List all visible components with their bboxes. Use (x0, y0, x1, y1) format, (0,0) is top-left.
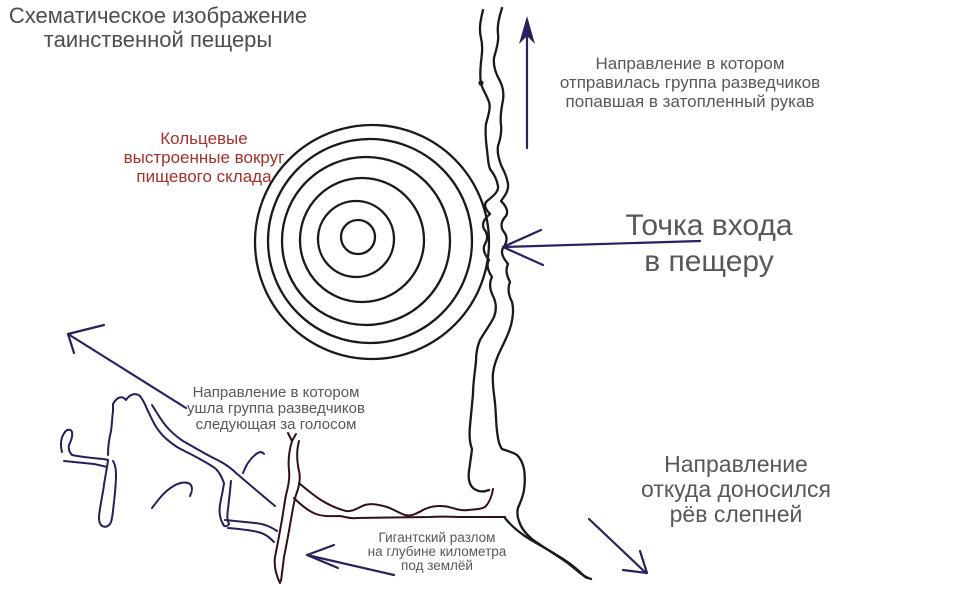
network-diagonal-upper (151, 404, 276, 507)
rift-crack-left-wall (273, 440, 293, 584)
ring (253, 123, 491, 361)
arrow-head (305, 543, 340, 570)
ring (280, 155, 452, 327)
network-ears (107, 393, 148, 456)
rift-crack-right-wall (280, 440, 301, 582)
ring (266, 137, 474, 345)
giant-rift (273, 432, 506, 584)
network-drop-bulb (98, 459, 117, 528)
rift-crack-tip (287, 432, 297, 442)
passage-left-wall (467, 8, 500, 493)
arrow-shaft (501, 239, 702, 249)
ring (316, 199, 396, 279)
horseflies-direction-arrow (587, 517, 649, 575)
arrow-head (66, 323, 106, 355)
arrow-head (519, 16, 535, 44)
deep-passage-upper-wall (298, 482, 494, 517)
rift-label: Гигантский разлом на глубине километра п… (367, 530, 507, 573)
ring (339, 218, 377, 256)
network-right-connector-upper (224, 519, 278, 532)
flooded-direction-label: Направление в котором отправилась группа… (559, 54, 821, 111)
rift-pointer-arrow (305, 543, 396, 577)
network-hook-lower (63, 460, 108, 468)
arrow-head (621, 549, 649, 575)
passage-lower-left-wall (503, 516, 590, 580)
page-title: Схематическое изображение таинственной п… (8, 3, 308, 52)
voice-direction-label: Направление в котором ушла группа развед… (187, 384, 365, 433)
passage-right-wall (491, 6, 593, 581)
network-diagonal-lower (146, 408, 225, 525)
network-hook (60, 428, 109, 461)
horseflies-direction-label: Направление откуда доносился рёв слепней (641, 451, 831, 527)
rings-label: Кольцевые выстроенные вокруг пищевого ск… (123, 129, 285, 186)
deep-passage-lower-wall (293, 497, 506, 520)
arrow-head (501, 228, 545, 267)
voice-direction-arrow (66, 323, 188, 410)
network-branch-up (242, 451, 265, 474)
network-squiggle (151, 481, 193, 509)
main-passage (467, 6, 593, 581)
flooded-direction-arrow (519, 16, 535, 150)
entrance-arrow (501, 228, 702, 267)
arrow-shaft (587, 517, 648, 575)
ring (298, 176, 426, 304)
concentric-rings (253, 123, 491, 361)
arrow-shaft (305, 553, 396, 577)
network-branch-parallel (222, 480, 232, 528)
entrance-label: Точка входа в пещеру (625, 209, 793, 278)
left-cave-network (60, 393, 278, 543)
passage-knot (478, 80, 484, 86)
network-right-connector-lower (227, 527, 275, 543)
arrow-shaft (66, 332, 188, 410)
